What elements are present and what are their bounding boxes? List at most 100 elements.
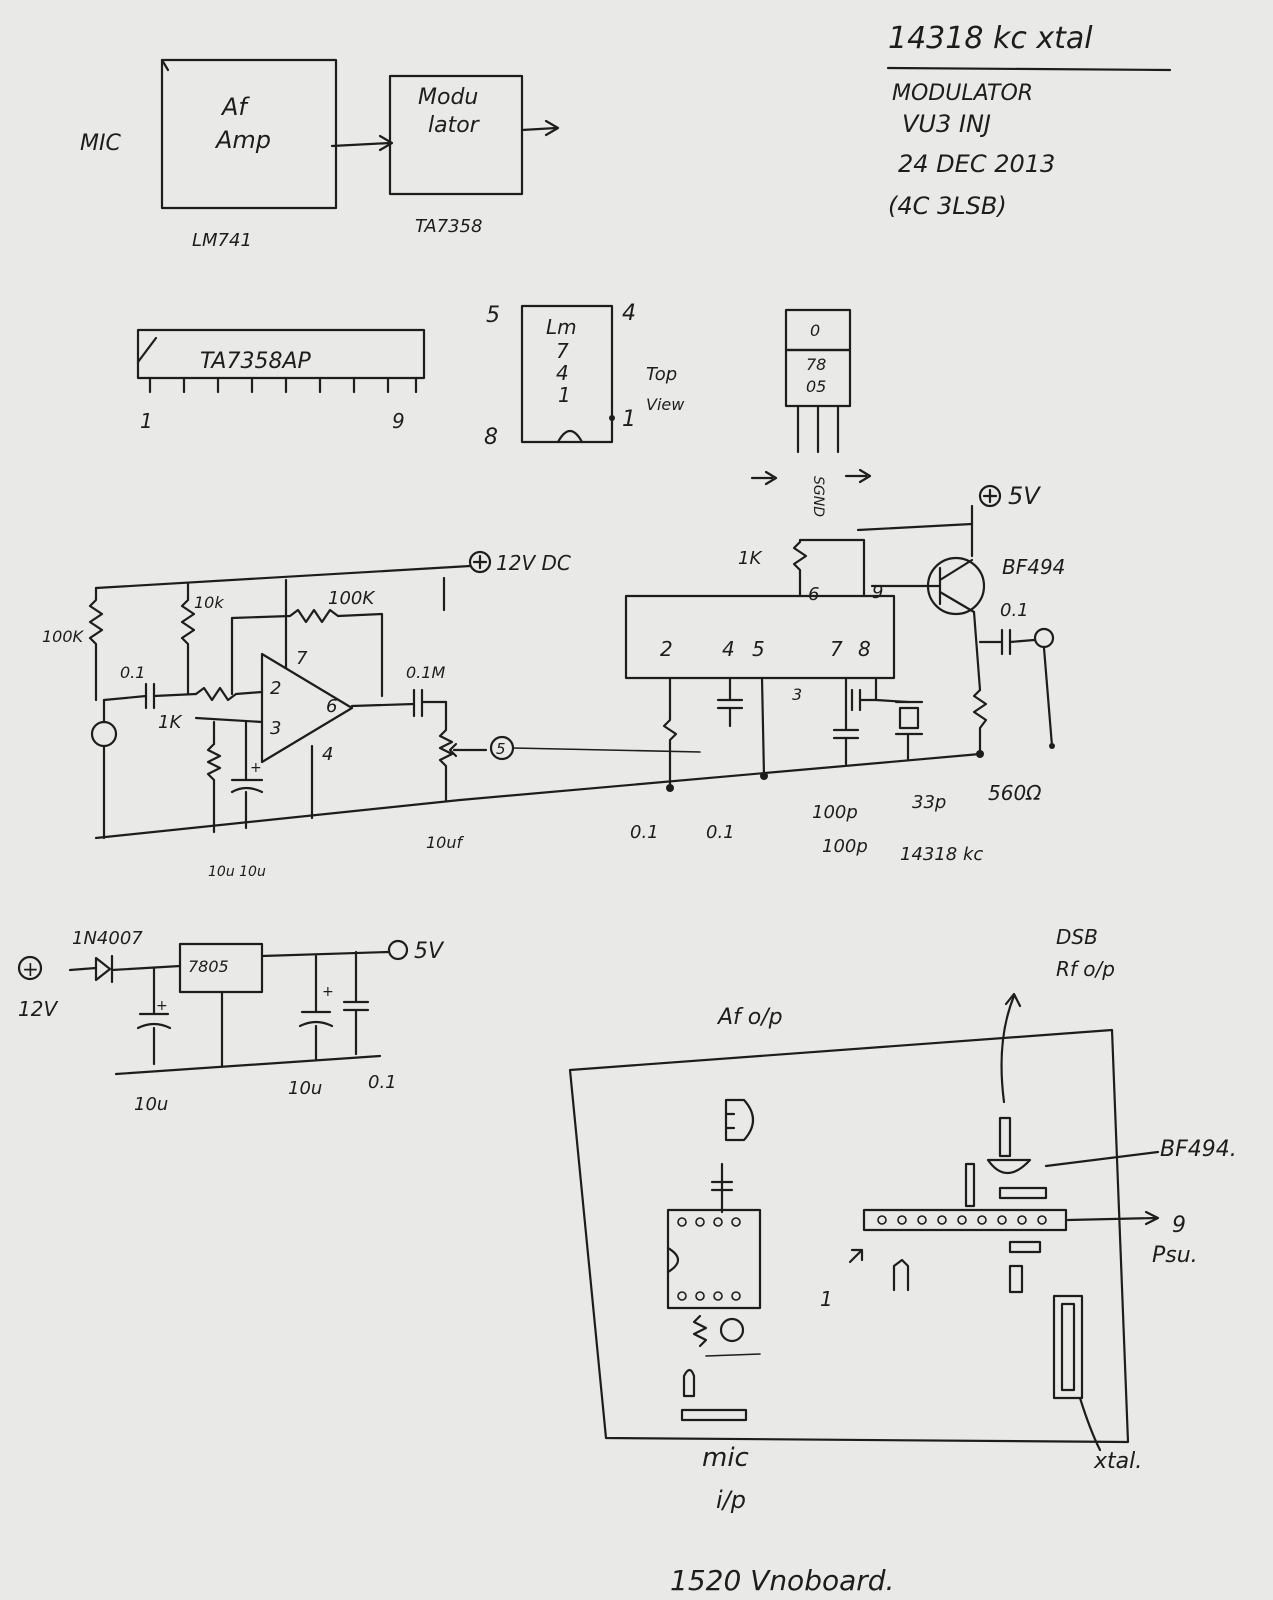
- lm741-pin1: 1: [622, 407, 636, 432]
- psu-out-terminal: [387, 939, 409, 961]
- cap-label-5: 100p: [822, 836, 868, 857]
- supply5-label: 5V: [1008, 482, 1041, 510]
- cap-label-2: 0.1: [706, 822, 735, 843]
- header-xtal: 14318 kc xtal: [888, 21, 1093, 56]
- af-amp-line1: Af: [220, 93, 250, 121]
- psu-c2-label: 10u: [288, 1078, 322, 1099]
- board-mic-2: i/p: [716, 1486, 746, 1514]
- board-dsb-2: Rf o/p: [1056, 957, 1115, 981]
- mod-pin-7: 7: [830, 637, 843, 661]
- board-dsb-1: DSB: [1056, 925, 1098, 949]
- ta7358-ic-body: [624, 594, 896, 680]
- cap-label-3: 100p: [812, 802, 858, 823]
- psu-c2-plus: +: [322, 984, 334, 1000]
- opamp-pin4: 4: [322, 744, 333, 765]
- board-xtal-label: xtal.: [1093, 1449, 1142, 1474]
- lm741-pin5: 5: [486, 303, 500, 328]
- psu-out-v: 5V: [414, 939, 445, 964]
- c1-label: 0.1: [120, 663, 145, 682]
- ta7358-pin-first: 1: [140, 409, 153, 433]
- reg7805-pinout: 0 78 05 SGND: [750, 308, 872, 517]
- board-ta7358: [862, 1208, 1068, 1232]
- r1-label: 100K: [42, 627, 85, 646]
- psu-schematic: + 12V 1N4007 7805 5V + + 10u 10u 0.1: [17, 928, 445, 1115]
- psu-plus: +: [22, 957, 39, 981]
- lm741-view2: View: [646, 395, 685, 414]
- cap-label-1: 0.1: [630, 822, 659, 843]
- lm741-pin4: 4: [622, 301, 636, 326]
- opamp-pin6: 6: [326, 696, 337, 717]
- board-bf494: [986, 1158, 1032, 1175]
- transistor-label: BF494: [1002, 555, 1065, 579]
- board-mic-1: mic: [702, 1443, 749, 1473]
- board-pot: [724, 1098, 755, 1142]
- board-pin1: 1: [820, 1287, 833, 1311]
- lm741-line2: 7: [556, 339, 569, 363]
- mod-pin-6: 6: [808, 584, 819, 605]
- r4-label: 1K: [158, 712, 182, 733]
- reg-line2: 05: [806, 377, 826, 396]
- bias-caps-label: 10u 10u: [208, 864, 266, 880]
- supply5-terminal: [978, 484, 1002, 508]
- ta7358-pin-last: 9: [392, 409, 405, 433]
- psu-in-terminal: [17, 955, 43, 981]
- reg-tab: 0: [810, 321, 820, 340]
- board-layout: Af o/p DSB Rf o/p mic i/p: [568, 925, 1237, 1597]
- rf-out-terminal: [1033, 627, 1055, 649]
- bias-cap-plus: +: [250, 760, 262, 776]
- mic-element: [90, 720, 118, 748]
- af-amp-line2: Amp: [214, 126, 271, 154]
- mod-pin-2: 2: [660, 637, 673, 661]
- mod-pin-8: 8: [858, 637, 871, 661]
- r560-label: 560Ω: [988, 781, 1042, 805]
- xtal-symbol: [898, 706, 920, 730]
- header-date: 24 DEC 2013: [898, 150, 1055, 178]
- mod-pin-9: 9: [872, 582, 883, 603]
- modulator-line1: Modu: [418, 85, 478, 110]
- lm741-line3: 4: [556, 361, 569, 385]
- opamp-pin2: 2: [270, 678, 281, 699]
- reg-line1: 78: [806, 355, 826, 374]
- lm741-line4: 1: [558, 383, 571, 407]
- node5-label: 5: [496, 740, 506, 758]
- modulator-block: [388, 74, 524, 196]
- c-out2-label: 0.1: [1000, 600, 1029, 621]
- ta7358-pinout: TA7358AP 1 9: [136, 328, 426, 433]
- opamp-741: [260, 652, 354, 764]
- af-amp-block: [160, 58, 338, 210]
- modulator-line2: lator: [428, 113, 481, 138]
- supply12-terminal: [468, 550, 492, 574]
- psu-in-v: 12V: [18, 997, 58, 1021]
- ic2-label: TA7358: [415, 216, 482, 237]
- board-bf494-label: BF494.: [1160, 1137, 1237, 1162]
- board-title: 1520 Vnoboard.: [670, 1564, 894, 1597]
- psu-c1-plus: +: [156, 998, 168, 1014]
- supply12-label: 12V DC: [496, 551, 571, 575]
- ic1-label: LM741: [192, 230, 252, 251]
- psu-reg: 7805: [188, 957, 229, 976]
- block-diagram: MIC Af Amp Modu lator LM741 TA7358: [80, 58, 560, 251]
- board-lm741: [666, 1208, 762, 1310]
- xtal-freq-label: 14318 kc: [900, 844, 983, 865]
- ta7358-label: TA7358AP: [200, 349, 312, 374]
- opamp-pin7: 7: [296, 648, 308, 669]
- modulator-schematic: 2 4 5 7 8 6 9 3 1K 5V BF494 560Ω: [624, 482, 1065, 865]
- mod-pin-5: 5: [752, 637, 765, 661]
- pot-label: 10uf: [426, 833, 465, 852]
- opamp-pin3: 3: [270, 718, 281, 739]
- board-psu-pin: 9: [1172, 1213, 1186, 1238]
- header-title: MODULATOR: [892, 81, 1033, 106]
- block-input-label: MIC: [80, 131, 121, 156]
- lm741-pinout: Lm 7 4 1 5 4 8 1 Top View: [484, 301, 685, 450]
- lm741-pin8: 8: [484, 425, 498, 450]
- psu-c3-label: 0.1: [368, 1072, 397, 1093]
- veroboard-outline: [568, 1028, 1130, 1444]
- psu-diode: 1N4007: [72, 928, 143, 949]
- r3-label: 100K: [328, 588, 375, 609]
- psu-c1-label: 10u: [134, 1094, 168, 1115]
- header-notes: 14318 kc xtal MODULATOR VU3 INJ 24 DEC 2…: [886, 21, 1172, 220]
- lm741-view1: Top: [646, 364, 677, 385]
- cout-label: 0.1M: [406, 663, 445, 682]
